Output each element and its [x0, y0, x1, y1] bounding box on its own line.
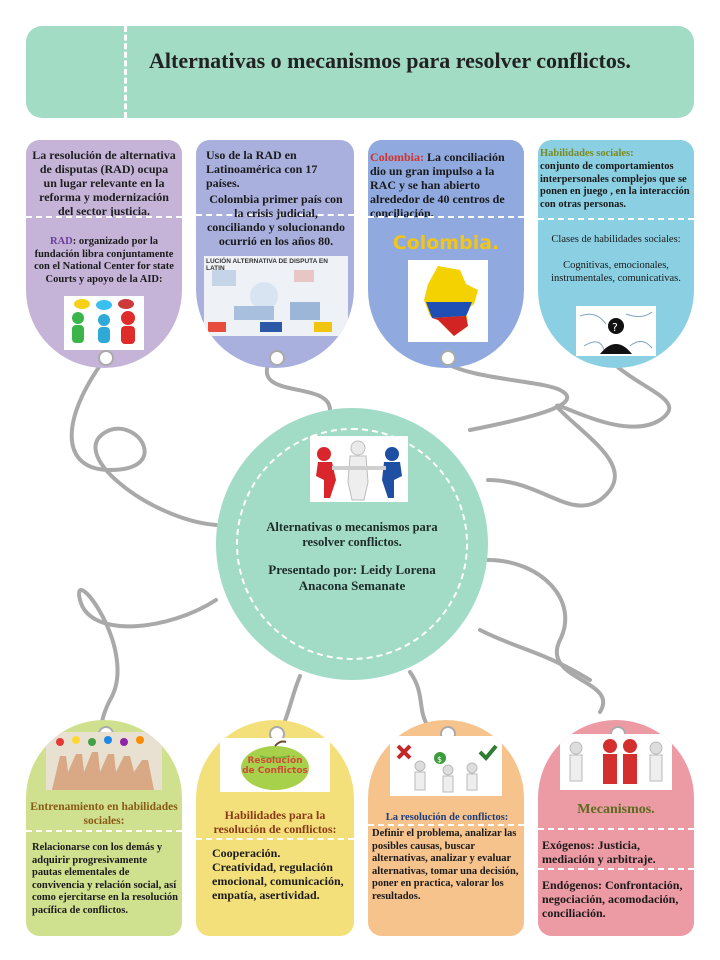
mecanismos-exogenos: Exógenos: Justicia, mediación y arbitraj…	[542, 838, 656, 866]
hs-label: Habilidades sociales:	[540, 148, 634, 159]
colombia-label: Colombia:	[370, 150, 424, 164]
card-divider	[196, 214, 354, 216]
card-divider	[196, 838, 354, 840]
card-hole	[440, 350, 456, 366]
card-colombia: Colombia: La conciliación dio un gran im…	[368, 140, 524, 368]
card-divider	[26, 830, 182, 832]
svg-text:$: $	[437, 755, 442, 764]
apple-icon	[241, 740, 309, 790]
card-rad-latam: Uso de la RAD en Latinoamérica con 17 pa…	[196, 140, 354, 368]
question-person-icon: ?	[579, 311, 653, 354]
la-resolucion-text: Definir el problema, analizar las posibl…	[372, 828, 519, 902]
hs-classes-title: Clases de habilidades sociales:	[551, 234, 681, 245]
card-entrenamiento: Entrenamiento en habilidades sociales: R…	[26, 720, 182, 936]
card-divider	[538, 828, 694, 830]
rad-latin-infographic-image: LUCIÓN ALTERNATIVA DE DISPUTA EN LATIN	[204, 256, 348, 336]
card-rad-main: La resolución de alternativa de disputas…	[32, 148, 176, 218]
title-divider	[124, 26, 127, 118]
hands-image	[46, 732, 162, 790]
card-divider	[538, 868, 694, 870]
svg-text:?: ?	[612, 321, 618, 334]
hands-icon	[52, 736, 154, 790]
center-people-image	[310, 436, 408, 502]
mecanismos-people-icon	[569, 739, 663, 784]
mecanismos-people-image	[560, 734, 672, 790]
people-speech-image	[64, 296, 144, 350]
handshake-people-icon	[316, 440, 402, 501]
colombia-body: La conciliación dio un gran impulso a la…	[370, 150, 505, 220]
infographic-icon	[208, 270, 332, 332]
decision-people-icon: $	[396, 744, 498, 793]
card-divider	[368, 216, 524, 218]
habilidades-resolucion-heading: Habilidades para la resolución de confli…	[213, 808, 337, 836]
people-icon	[72, 299, 135, 344]
card-hole	[98, 350, 114, 366]
resolucion-apple-image: Resolución de Conflictos	[220, 738, 330, 792]
card-rad: La resolución de alternativa de disputas…	[26, 140, 182, 368]
center-circle-dashed-ring	[236, 428, 468, 660]
card-divider	[368, 824, 524, 826]
la-resolucion-heading: La resolución de conflictos:	[385, 812, 509, 823]
center-title: Alternativas o mecanismos para resolver …	[266, 520, 438, 549]
habilidades-resolucion-text: Cooperación. Creatividad, regulación emo…	[212, 846, 344, 902]
infographic-caption: LUCIÓN ALTERNATIVA DE DISPUTA EN LATIN	[206, 258, 328, 272]
center-text: Alternativas o mecanismos para resolver …	[246, 520, 458, 594]
card-divider	[26, 216, 182, 218]
card-mecanismos: Mecanismos. Exógenos: Justicia, mediació…	[538, 720, 694, 936]
entrenamiento-text: Relacionarse con los demás y adquirir pr…	[32, 842, 178, 916]
card-la-resolucion: $ La resolución de conflictos: Definir e…	[368, 720, 524, 936]
hs-classes-list: Cognitivas, emocionales, instrumentales,…	[551, 260, 681, 284]
resolucion-image-text: Resolución de Conflictos	[242, 756, 308, 776]
mecanismos-heading: Mecanismos.	[577, 802, 655, 817]
card-divider	[538, 218, 694, 220]
card-latam-p1: Uso de la RAD en Latinoamérica con 17 pa…	[206, 148, 318, 190]
card-habilidades-sociales: Habilidades sociales: conjunto de compor…	[538, 140, 694, 368]
hs-definition: conjunto de comportamientos interpersona…	[540, 161, 690, 210]
decision-people-image: $	[390, 736, 502, 796]
card-colombia-text: Colombia: La conciliación dio un gran im…	[370, 150, 522, 220]
card-rad-sub: RAD: organizado por la fundación libra c…	[32, 236, 176, 286]
colombia-map-icon	[424, 266, 478, 336]
rad-sub-text: : organizado por la fundación libra conj…	[34, 236, 174, 285]
rad-label: RAD	[49, 236, 73, 247]
mecanismos-endogenos: Endógenos: Confrontación, negociación, a…	[542, 878, 683, 920]
question-person-image: ?	[576, 306, 656, 356]
card-hole	[269, 350, 285, 366]
colombia-map-image	[408, 260, 488, 342]
page-title: Alternativas o mecanismos para resolver …	[149, 48, 631, 73]
card-habilidades-resolucion: Resolución de Conflictos Habilidades par…	[196, 720, 354, 936]
colombia-big-word: Colombia.	[392, 232, 500, 254]
center-presenter: Presentado por: Leidy Lorena Anacona Sem…	[268, 562, 436, 593]
title-banner	[26, 26, 694, 118]
card-latam-p2: Colombia primer país con la crisis judic…	[206, 192, 346, 248]
entrenamiento-heading: Entrenamiento en habilidades sociales:	[30, 801, 178, 827]
